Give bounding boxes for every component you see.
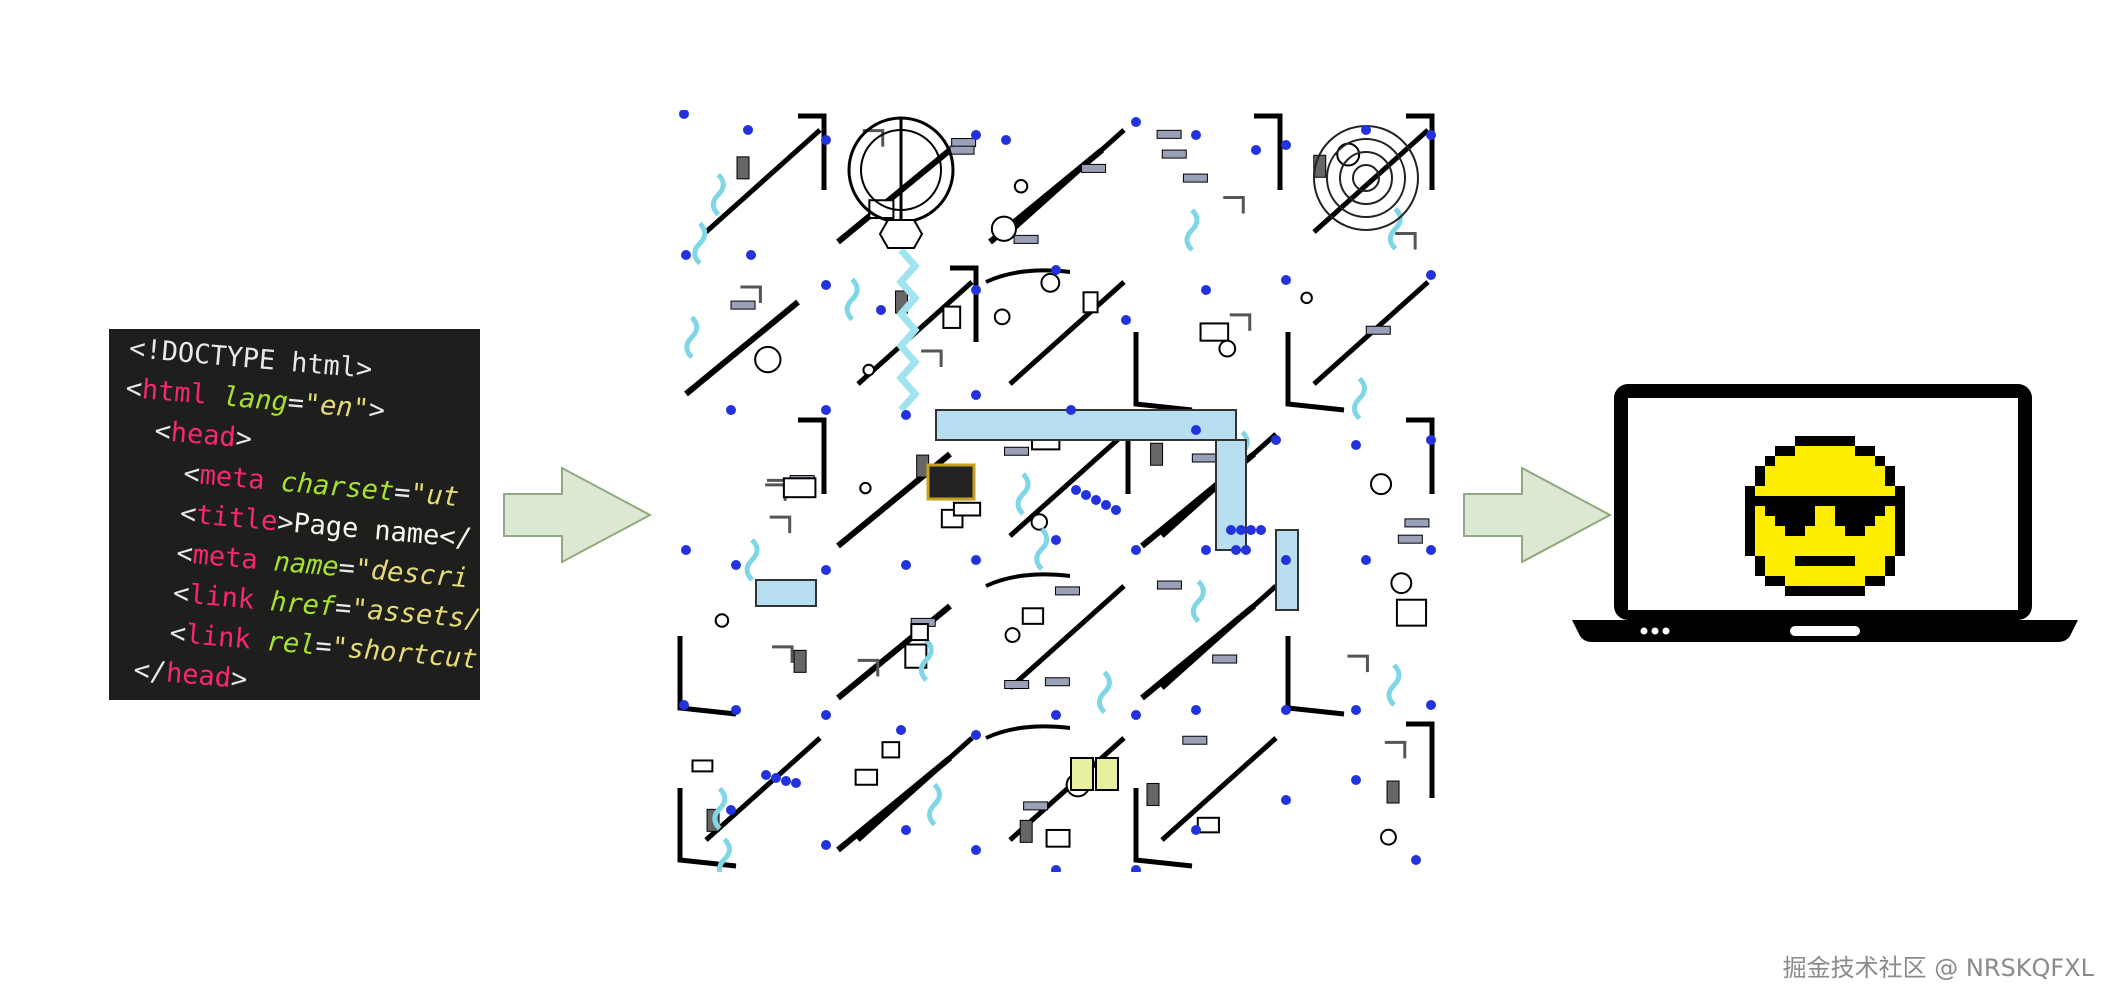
code-token: html — [140, 374, 209, 411]
code-token: "ut — [409, 478, 461, 514]
laptop-icon — [1572, 384, 2078, 642]
watermark-text: 掘金技术社区 @ NRSKQFXL — [1782, 954, 2094, 982]
code-token: "assets/ — [349, 593, 480, 636]
code-token: </ — [132, 654, 168, 689]
code-token: head — [169, 416, 238, 454]
code-token: lang — [221, 381, 290, 418]
code-token: meta — [198, 459, 266, 497]
code-token: link — [184, 619, 253, 656]
code-token: title — [194, 499, 279, 538]
right-arrow-icon — [503, 466, 653, 564]
code-token: "descri — [353, 553, 470, 595]
code-token: rel — [265, 626, 317, 662]
sunglasses-smiley-icon — [1745, 436, 1905, 596]
code-token: "en" — [302, 388, 371, 425]
code-token: > — [367, 394, 387, 427]
code-token: meta — [191, 539, 259, 576]
code-token: href — [269, 586, 337, 623]
code-token: name — [272, 546, 340, 583]
code-token: charset — [279, 466, 396, 508]
code-token: link — [188, 579, 256, 616]
html-code-snippet: <!DOCTYPE html><html lang="en"> <head> <… — [109, 329, 480, 700]
right-arrow-icon — [1463, 466, 1613, 564]
code-token: > — [229, 663, 249, 696]
code-token: head — [164, 657, 233, 694]
machine-illustration — [676, 110, 1438, 872]
code-lines: <!DOCTYPE html><html lang="en"> <head> <… — [109, 329, 480, 700]
code-token: > — [234, 422, 254, 455]
code-token: "shortcut — [330, 631, 479, 676]
